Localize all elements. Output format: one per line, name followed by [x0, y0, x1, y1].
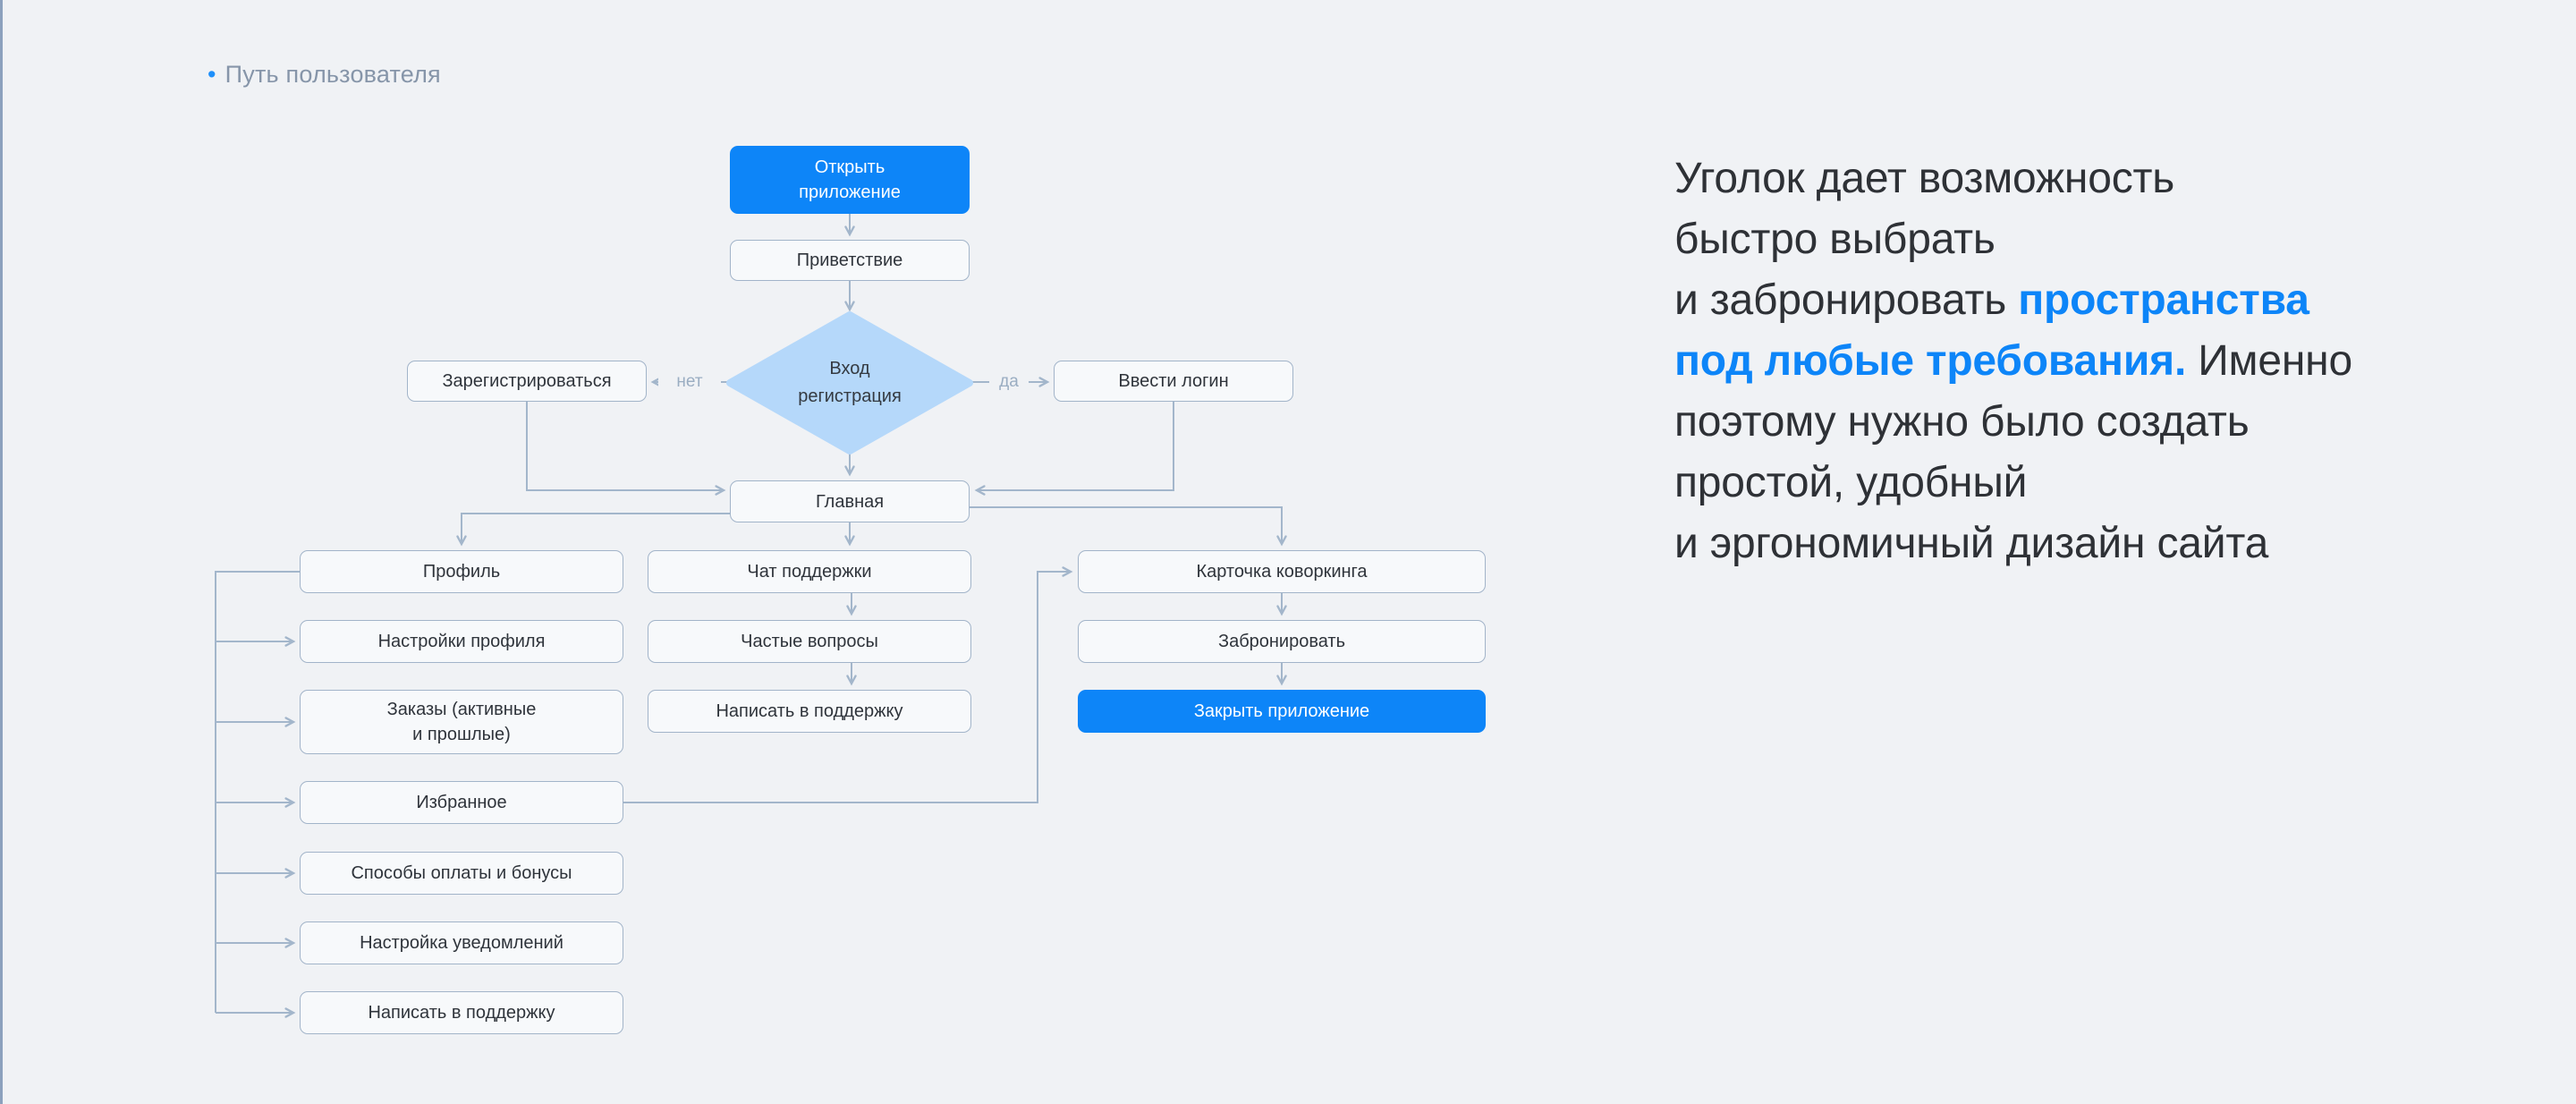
flow-node-label: Заказы (активные и прошлые) — [386, 700, 537, 744]
flow-node-label: Настройка уведомлений — [360, 933, 564, 953]
edge-main-coworking — [970, 506, 1287, 547]
flow-node-main: Главная — [730, 480, 970, 522]
flow-node-register: Зарегистрироваться — [407, 361, 647, 402]
flow-node-label: Профиль — [422, 562, 501, 582]
edge-favorites-coworking — [623, 566, 1073, 803]
quote-accent-text: под любые требования. — [1674, 337, 2187, 385]
quote-line: и забронировать пространства — [1674, 270, 2352, 331]
quote-text: быстро выбрать — [1674, 216, 1996, 263]
flow-node-label: Частые вопросы — [741, 632, 878, 651]
flow-node-coworking-card: Карточка коворкинга — [1078, 550, 1486, 593]
flow-node-label: Ввести логин — [1118, 371, 1229, 391]
quote-line: поэтому нужно было создать — [1674, 392, 2352, 453]
edge-main-profile — [456, 513, 730, 547]
quote-line: простой, удобный — [1674, 453, 2352, 514]
quote-text: и эргономичный дизайн сайта — [1674, 520, 2269, 567]
flow-node-profile: Профиль — [300, 550, 623, 593]
flow-node-book: Забронировать — [1078, 620, 1486, 663]
edge-login-main — [974, 402, 1174, 496]
quote-text: Уголок дает возможность — [1674, 155, 2175, 202]
flow-node-label: Карточка коворкинга — [1196, 562, 1368, 582]
flow-node-faq: Частые вопросы — [648, 620, 971, 663]
quote-line: под любые требования. Именно — [1674, 331, 2352, 392]
quote-line: Уголок дает возможность — [1674, 149, 2352, 209]
flow-node-label: Закрыть приложение — [1193, 701, 1370, 721]
flow-node-label: Забронировать — [1217, 632, 1346, 651]
flow-node-support-mid: Написать в поддержку — [648, 690, 971, 733]
flow-node-greeting: Приветствие — [730, 240, 970, 281]
flow-node-profile-settings: Настройки профиля — [300, 620, 623, 663]
quote-line: быстро выбрать — [1674, 209, 2352, 270]
slide-title: • Путь пользователя — [208, 61, 441, 89]
flow-node-label: Приветствие — [796, 251, 903, 270]
flow-node-decision: Вход регистрация — [760, 355, 939, 411]
quote-text: и забронировать — [1674, 276, 2019, 324]
flow-node-label: Зарегистрироваться — [442, 371, 612, 391]
flow-node-label: Избранное — [416, 793, 507, 812]
flow-node-label: Главная — [815, 491, 885, 512]
flow-node-label: Вход регистрация — [798, 359, 902, 406]
edge-profile-spine — [215, 571, 300, 1013]
flow-node-label: Настройки профиля — [377, 632, 546, 651]
flow-node-label: Написать в поддержку — [368, 1003, 555, 1023]
flow-node-open-app: Открыть приложение — [730, 146, 970, 214]
flow-node-label: Написать в поддержку — [716, 701, 903, 721]
left-edge-line — [0, 0, 3, 1104]
description-paragraph: Уголок дает возможность быстро выбрать и з… — [1674, 149, 2352, 574]
flow-node-notifications: Настройка уведомлений — [300, 921, 623, 964]
title-text: Путь пользователя — [225, 61, 441, 88]
quote-accent-text: пространства — [2018, 276, 2309, 324]
edge-register-main — [526, 402, 726, 496]
quote-line: и эргономичный дизайн сайта — [1674, 514, 2352, 574]
edge-label-no: нет — [658, 369, 721, 395]
flow-node-payments: Способы оплаты и бонусы — [300, 852, 623, 895]
flow-node-label: Чат поддержки — [747, 562, 872, 582]
edge-label-yes: да — [989, 369, 1029, 395]
quote-text: поэтому нужно было создать — [1674, 398, 2250, 446]
decision-diamond — [726, 311, 973, 454]
flow-node-orders: Заказы (активные и прошлые) — [300, 690, 623, 754]
flow-node-support-left: Написать в поддержку — [300, 991, 623, 1034]
flow-node-close-app: Закрыть приложение — [1078, 690, 1486, 733]
flow-node-favorites: Избранное — [300, 781, 623, 824]
flow-node-chat: Чат поддержки — [648, 550, 971, 593]
flow-node-label: Открыть приложение — [799, 157, 901, 202]
title-bullet-icon: • — [208, 61, 216, 88]
quote-text: Именно — [2186, 337, 2352, 385]
flow-node-label: Способы оплаты и бонусы — [351, 863, 572, 883]
quote-text: простой, удобный — [1674, 459, 2028, 506]
flow-node-login: Ввести логин — [1054, 361, 1293, 402]
